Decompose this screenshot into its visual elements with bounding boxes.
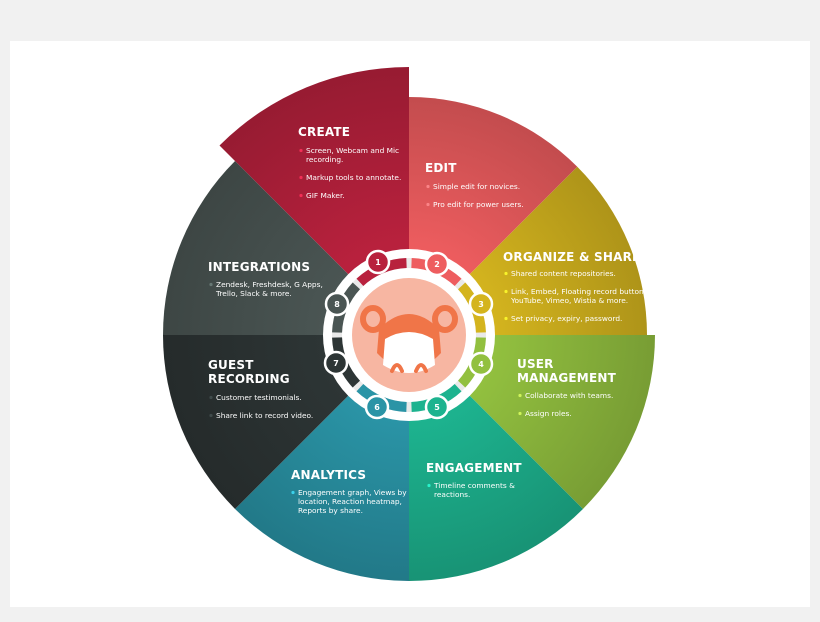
bullet-dot <box>426 184 430 189</box>
segment-bullet-text: reactions. <box>434 490 470 499</box>
badge-circle <box>468 351 494 377</box>
step-badge-1: 1 <box>365 249 391 275</box>
segment-label-group: ORGANIZE & SHARE Shared content repositor… <box>503 250 646 323</box>
badge-number: 3 <box>478 300 484 309</box>
badge-circle <box>365 249 391 275</box>
bullet-dot <box>291 490 295 495</box>
segment-bullet-text: recording. <box>306 155 343 164</box>
segment-bullet-text: Screen, Webcam and Mic <box>306 146 399 155</box>
badge-number: 8 <box>334 300 340 309</box>
segment-bullet-text: Markup tools to annotate. <box>306 173 401 182</box>
segment-bullet-text: location, Reaction heatmap, <box>298 497 402 506</box>
segment-title: EDIT <box>425 161 457 175</box>
badge-circle <box>468 291 494 317</box>
segment-bullet-text: Timeline comments & <box>433 481 515 490</box>
segment-bullet-text: GIF Maker. <box>306 191 345 200</box>
hippo-icon <box>360 305 458 373</box>
bullet-dot <box>504 316 508 321</box>
segment-title: CREATE <box>298 125 350 139</box>
segment-title: ORGANIZE & SHARE <box>503 250 640 264</box>
bullet-dot <box>209 282 213 287</box>
segment-bullet-text: Customer testimonials. <box>216 393 302 402</box>
segment-bullet-text: Collaborate with teams. <box>525 391 613 400</box>
step-badge-3: 3 <box>468 291 494 317</box>
badge-circle <box>364 394 390 420</box>
segment-bullet-text: Share link to record video. <box>216 411 313 420</box>
segment-bullet-text: YouTube, Vimeo, Wistia & more. <box>510 296 628 305</box>
segment-bullet-text: Zendesk, Freshdesk, G Apps, <box>216 280 323 289</box>
segment-bullet-text: Shared content repositories. <box>511 269 616 278</box>
badge-circle <box>424 251 450 277</box>
badge-number: 6 <box>374 403 380 412</box>
badge-circle <box>324 291 350 317</box>
segment-title: MANAGEMENT <box>517 371 617 385</box>
segment-bullet-text: Set privacy, expiry, password. <box>511 314 622 323</box>
bullet-dot <box>518 393 522 398</box>
hub-ring-band <box>332 258 486 412</box>
badge-number: 5 <box>434 403 440 412</box>
bullet-dot <box>299 148 303 153</box>
segment-label-group: ANALYTICS Engagement graph, Views bylocat… <box>291 468 407 515</box>
step-badge-2: 2 <box>424 251 450 277</box>
step-badge-8: 8 <box>324 291 350 317</box>
bullet-dot <box>209 413 213 418</box>
step-badge-4: 4 <box>468 351 494 377</box>
segment-bullet-text: Trello, Slack & more. <box>215 289 292 298</box>
bullet-dot <box>504 271 508 276</box>
segment-label-group: EDIT Simple edit for novices. Pro edit for… <box>425 161 524 209</box>
segment-title: GUEST <box>208 358 254 372</box>
bullet-dot <box>299 193 303 198</box>
segment-title: USER <box>517 357 554 371</box>
badge-number: 4 <box>478 360 484 369</box>
badge-number: 7 <box>333 359 339 368</box>
badge-circle <box>424 394 450 420</box>
step-badge-7: 7 <box>323 350 349 376</box>
bullet-dot <box>504 289 508 294</box>
badge-circle <box>323 350 349 376</box>
segment-label-group: ENGAGEMENT Timeline comments &reactions. <box>426 461 522 499</box>
segment-title: RECORDING <box>208 372 290 386</box>
hub-layer: 1 2 3 4 5 6 7 8 <box>323 249 495 421</box>
segment-title: INTEGRATIONS <box>208 260 310 274</box>
segment-bullet-text: Reports by share. <box>298 506 363 515</box>
segment-bullet-text: Simple edit for novices. <box>433 182 520 191</box>
segment-bullet-text: Link, Embed, Floating record button, <box>511 287 646 296</box>
segment-title: ENGAGEMENT <box>426 461 522 475</box>
segment-bullet-text: Engagement graph, Views by <box>298 488 407 497</box>
segment-bullet-text: Assign roles. <box>525 409 572 418</box>
segment-bullet-text: Pro edit for power users. <box>433 200 524 209</box>
step-badge-6: 6 <box>364 394 390 420</box>
bullet-dot <box>209 395 213 400</box>
bullet-dot <box>518 411 522 416</box>
segment-title: ANALYTICS <box>291 468 366 482</box>
bullet-dot <box>427 483 431 488</box>
segment-label-group: INTEGRATIONS Zendesk, Freshdesk, G Apps,T… <box>208 260 323 298</box>
bullet-dot <box>426 202 430 207</box>
badge-number: 1 <box>375 258 381 267</box>
bullet-dot <box>299 175 303 180</box>
step-badge-5: 5 <box>424 394 450 420</box>
badge-number: 2 <box>434 260 440 269</box>
